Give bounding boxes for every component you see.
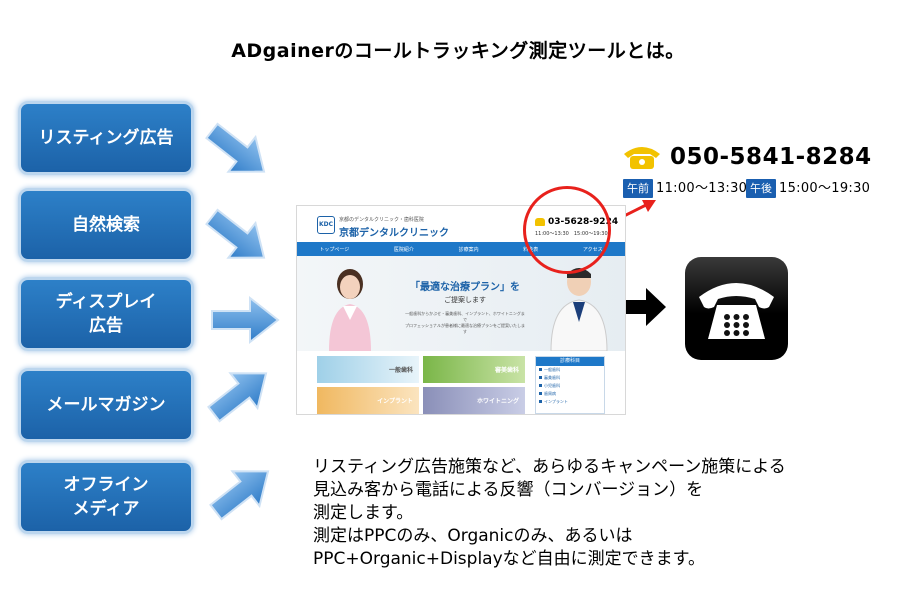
site-sidebar-item: インプラント: [536, 398, 604, 406]
site-tile-label: 審美歯科: [494, 367, 519, 374]
source-label: メディア: [72, 499, 140, 519]
source-label: メールマガジン: [46, 395, 166, 415]
arrow-icon: [199, 355, 281, 433]
arrow-icon: [201, 453, 283, 531]
site-hero-body-line: 一般歯科からかぶせ・審美歯科、インプラント、ホワイトニングまで: [405, 311, 525, 322]
pm-badge: 午後: [746, 179, 776, 198]
arrow-icon: [211, 297, 279, 343]
site-sidebar: 診療科目 一般歯科 審美歯科 小児歯科 歯周病 インプラント: [535, 356, 605, 414]
site-logo: KDC: [317, 216, 335, 234]
source-label: ディスプレイ: [55, 292, 157, 312]
site-tile: ホワイトニング: [423, 387, 525, 414]
description-line: リスティング広告施策など、あらゆるキャンペーン施策による: [313, 457, 786, 477]
site-tagline: 京都のデンタルクリニック・歯科医院: [339, 217, 424, 223]
source-label: オフライン: [63, 475, 149, 495]
site-sidebar-item: 審美歯科: [536, 374, 604, 382]
red-arrowhead-icon: [642, 200, 656, 212]
site-hero-main: 「最適な治療プラン」を: [410, 282, 520, 293]
site-tile-label: インプラント: [377, 398, 413, 405]
source-display-ads: ディスプレイ 広告: [18, 277, 194, 351]
black-arrow-icon: [626, 288, 666, 326]
source-offline-media: オフライン メディア: [18, 460, 194, 534]
site-hero-text: 「最適な治療プラン」を ご提案します 一般歯科からかぶせ・審美歯科、インプラント…: [405, 278, 525, 335]
site-sidebar-item: 一般歯科: [536, 366, 604, 374]
site-tile-label: ホワイトニング: [476, 398, 519, 405]
site-nav-item: 医院紹介: [393, 246, 414, 253]
site-tile-label: 一般歯科: [388, 367, 413, 374]
phone-icon: [624, 147, 660, 169]
am-badge: 午前: [623, 179, 653, 198]
source-label: 自然検索: [72, 215, 140, 235]
site-sidebar-item: 小児歯科: [536, 382, 604, 390]
source-organic-search: 自然検索: [18, 188, 194, 262]
tracking-number: 050-5841-8284: [670, 144, 872, 170]
pm-hours: 15:00〜19:30: [779, 181, 871, 196]
nurse-image: [329, 269, 371, 351]
site-hero-body-line: プロフェッショナルが患者様に最適な治療プランをご提案いたします: [405, 323, 525, 334]
site-hero-sub: ご提案します: [444, 296, 486, 304]
site-name: 京都デンタルクリニック: [339, 228, 449, 239]
site-sidebar-title: 診療科目: [536, 357, 604, 366]
am-hours: 11:00〜13:30: [656, 181, 748, 196]
dentist-image: [550, 268, 608, 351]
source-label: リスティング広告: [38, 128, 174, 148]
site-tile: 一般歯科: [317, 356, 419, 383]
page-title: ADgainerのコールトラッキング測定ツールとは。: [231, 40, 685, 62]
site-tiles: 一般歯科 審美歯科 インプラント ホワイトニング: [317, 356, 525, 414]
site-tile: 審美歯科: [423, 356, 525, 383]
description: リスティング広告施策など、あらゆるキャンペーン施策による 見込み客から電話による…: [313, 456, 786, 571]
highlight-circle: [523, 186, 611, 274]
arrow-icon: [197, 198, 279, 276]
description-line: 測定します。: [313, 503, 414, 523]
source-mail-magazine: メールマガジン: [18, 368, 194, 442]
description-line: 測定はPPCのみ、Organicのみ、あるいは: [313, 526, 633, 546]
site-nav-item: 診療案内: [458, 246, 479, 253]
site-nav-item: トップページ: [319, 246, 350, 253]
telephone-icon: [685, 257, 788, 360]
source-label: 広告: [89, 316, 123, 336]
source-listing-ads: リスティング広告: [18, 101, 194, 175]
site-tile: インプラント: [317, 387, 419, 414]
description-line: PPC+Organic+Displayなど自由に測定できます。: [313, 549, 705, 569]
arrow-icon: [197, 112, 279, 190]
site-sidebar-item: 歯周病: [536, 390, 604, 398]
description-line: 見込み客から電話による反響（コンバージョン）を: [313, 480, 704, 500]
site-hero-body: 一般歯科からかぶせ・審美歯科、インプラント、ホワイトニングまで プロフェッショナ…: [405, 311, 525, 335]
